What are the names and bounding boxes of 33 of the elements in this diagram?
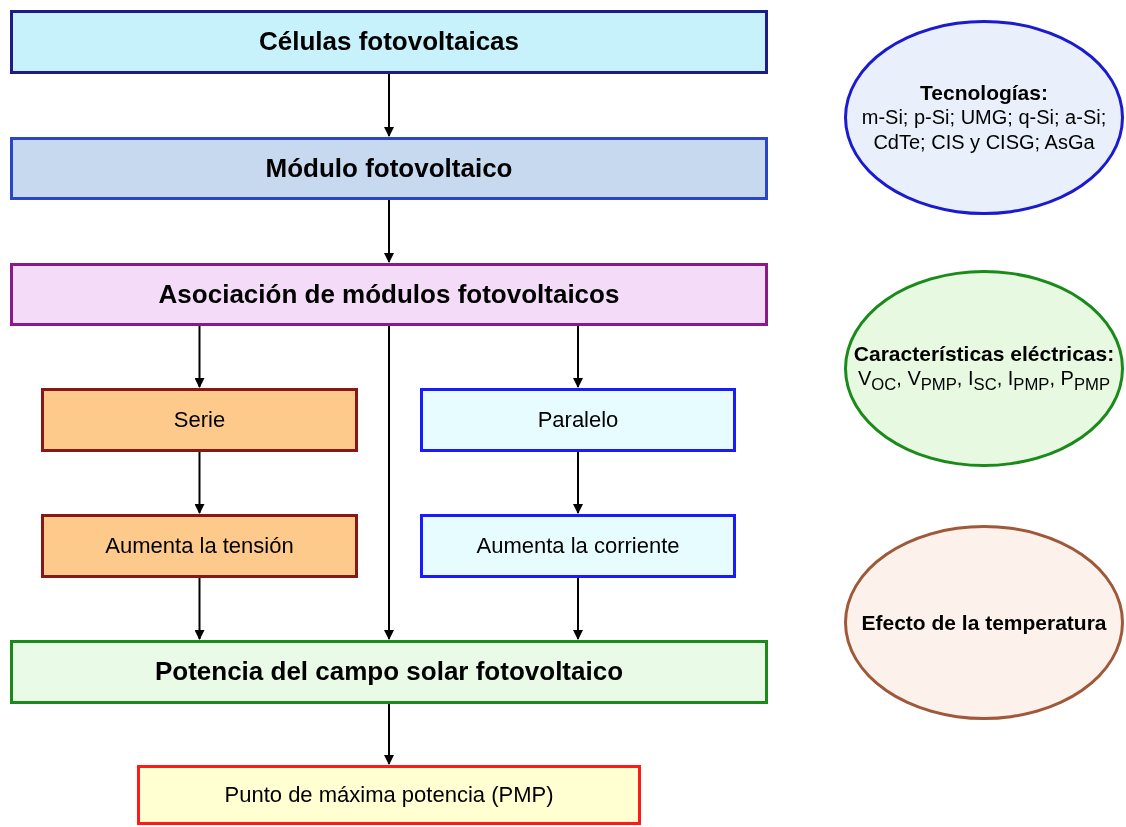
box-label: Serie (173, 407, 226, 433)
box-label: Paralelo (537, 407, 619, 433)
process-box (10, 137, 768, 200)
box-label: Células fotovoltaicas (258, 26, 520, 58)
process-box (10, 10, 768, 74)
process-box (420, 514, 736, 578)
arrow (384, 199, 394, 263)
ellipse-heading: Tecnologías: (920, 79, 1048, 106)
box-label: Asociación de módulos fotovoltaicos (158, 278, 620, 311)
ellipse-heading: Efecto de la temperatura (861, 609, 1107, 636)
arrow (194, 325, 205, 388)
box-label: Módulo fotovoltaico (265, 152, 513, 185)
arrow (573, 325, 583, 388)
process-box (10, 640, 768, 704)
arrow (194, 451, 205, 514)
arrow (384, 325, 394, 640)
process-box (41, 388, 358, 452)
box-label: Punto de máxima potencia (PMP) (224, 782, 554, 808)
box-label: Aumenta la tensión (105, 533, 294, 559)
process-box (10, 263, 768, 326)
arrow (194, 577, 205, 640)
process-box (137, 765, 641, 825)
ellipse-text: m-Si; p-Si; UMG; q-Si; a-Si; CdTe; CIS y CISG; AsGa (860, 105, 1108, 156)
ellipse-heading: Características eléctricas: (853, 341, 1115, 367)
process-box (41, 514, 358, 578)
arrow (573, 577, 583, 640)
arrow (384, 703, 394, 765)
arrow (573, 451, 583, 514)
ellipse-text: V$_{OC}$, V$_{PMP}$, I$_{SC}$, I$_{PMP}$, P$_{PMP}$ (857, 366, 1110, 396)
process-box (420, 388, 736, 452)
box-label: Aumenta la corriente (476, 533, 680, 559)
box-label: Potencia del campo solar fotovoltaico (154, 656, 624, 688)
arrow (384, 73, 394, 137)
